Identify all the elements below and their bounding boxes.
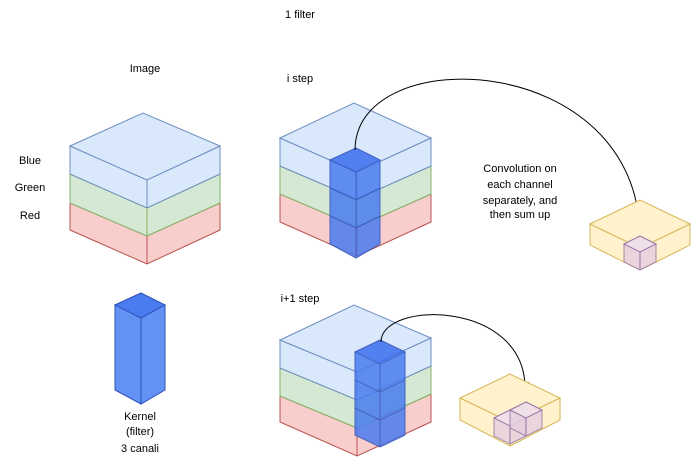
kernel-label: Kernel (filter) 3 canali [121,411,159,455]
channel-label-green: Green [15,182,46,194]
kernel-label-line-3: 3 canali [121,443,159,455]
channel-label-red: Red [20,210,40,222]
output-map-step-i [588,199,691,271]
arrow-step-i [354,78,644,240]
kernel-filter [113,292,167,405]
note-line-1: Convolution on [483,163,556,175]
diagram-title: 1 filter [285,9,315,21]
kernel-label-line-1: Kernel [124,411,156,423]
note-line-4: then sum up [490,209,551,221]
convolution-note: Convolution on each channel separately, … [483,163,557,221]
step-i1-kernel-column [353,339,407,448]
arrow-step-i1 [380,314,529,390]
note-line-3: separately, and [483,195,557,207]
image-cube [68,112,222,265]
output-map-step-i1 [458,373,562,447]
step-i1-label: i+1 step [281,293,320,305]
channel-label-blue: Blue [19,155,41,167]
kernel-label-line-2: (filter) [126,426,154,438]
step-i-label: i step [287,73,313,85]
note-line-2: each channel [487,179,552,191]
image-top-face [68,112,222,181]
image-label: Image [130,63,161,75]
step-i-kernel-column [328,147,382,259]
